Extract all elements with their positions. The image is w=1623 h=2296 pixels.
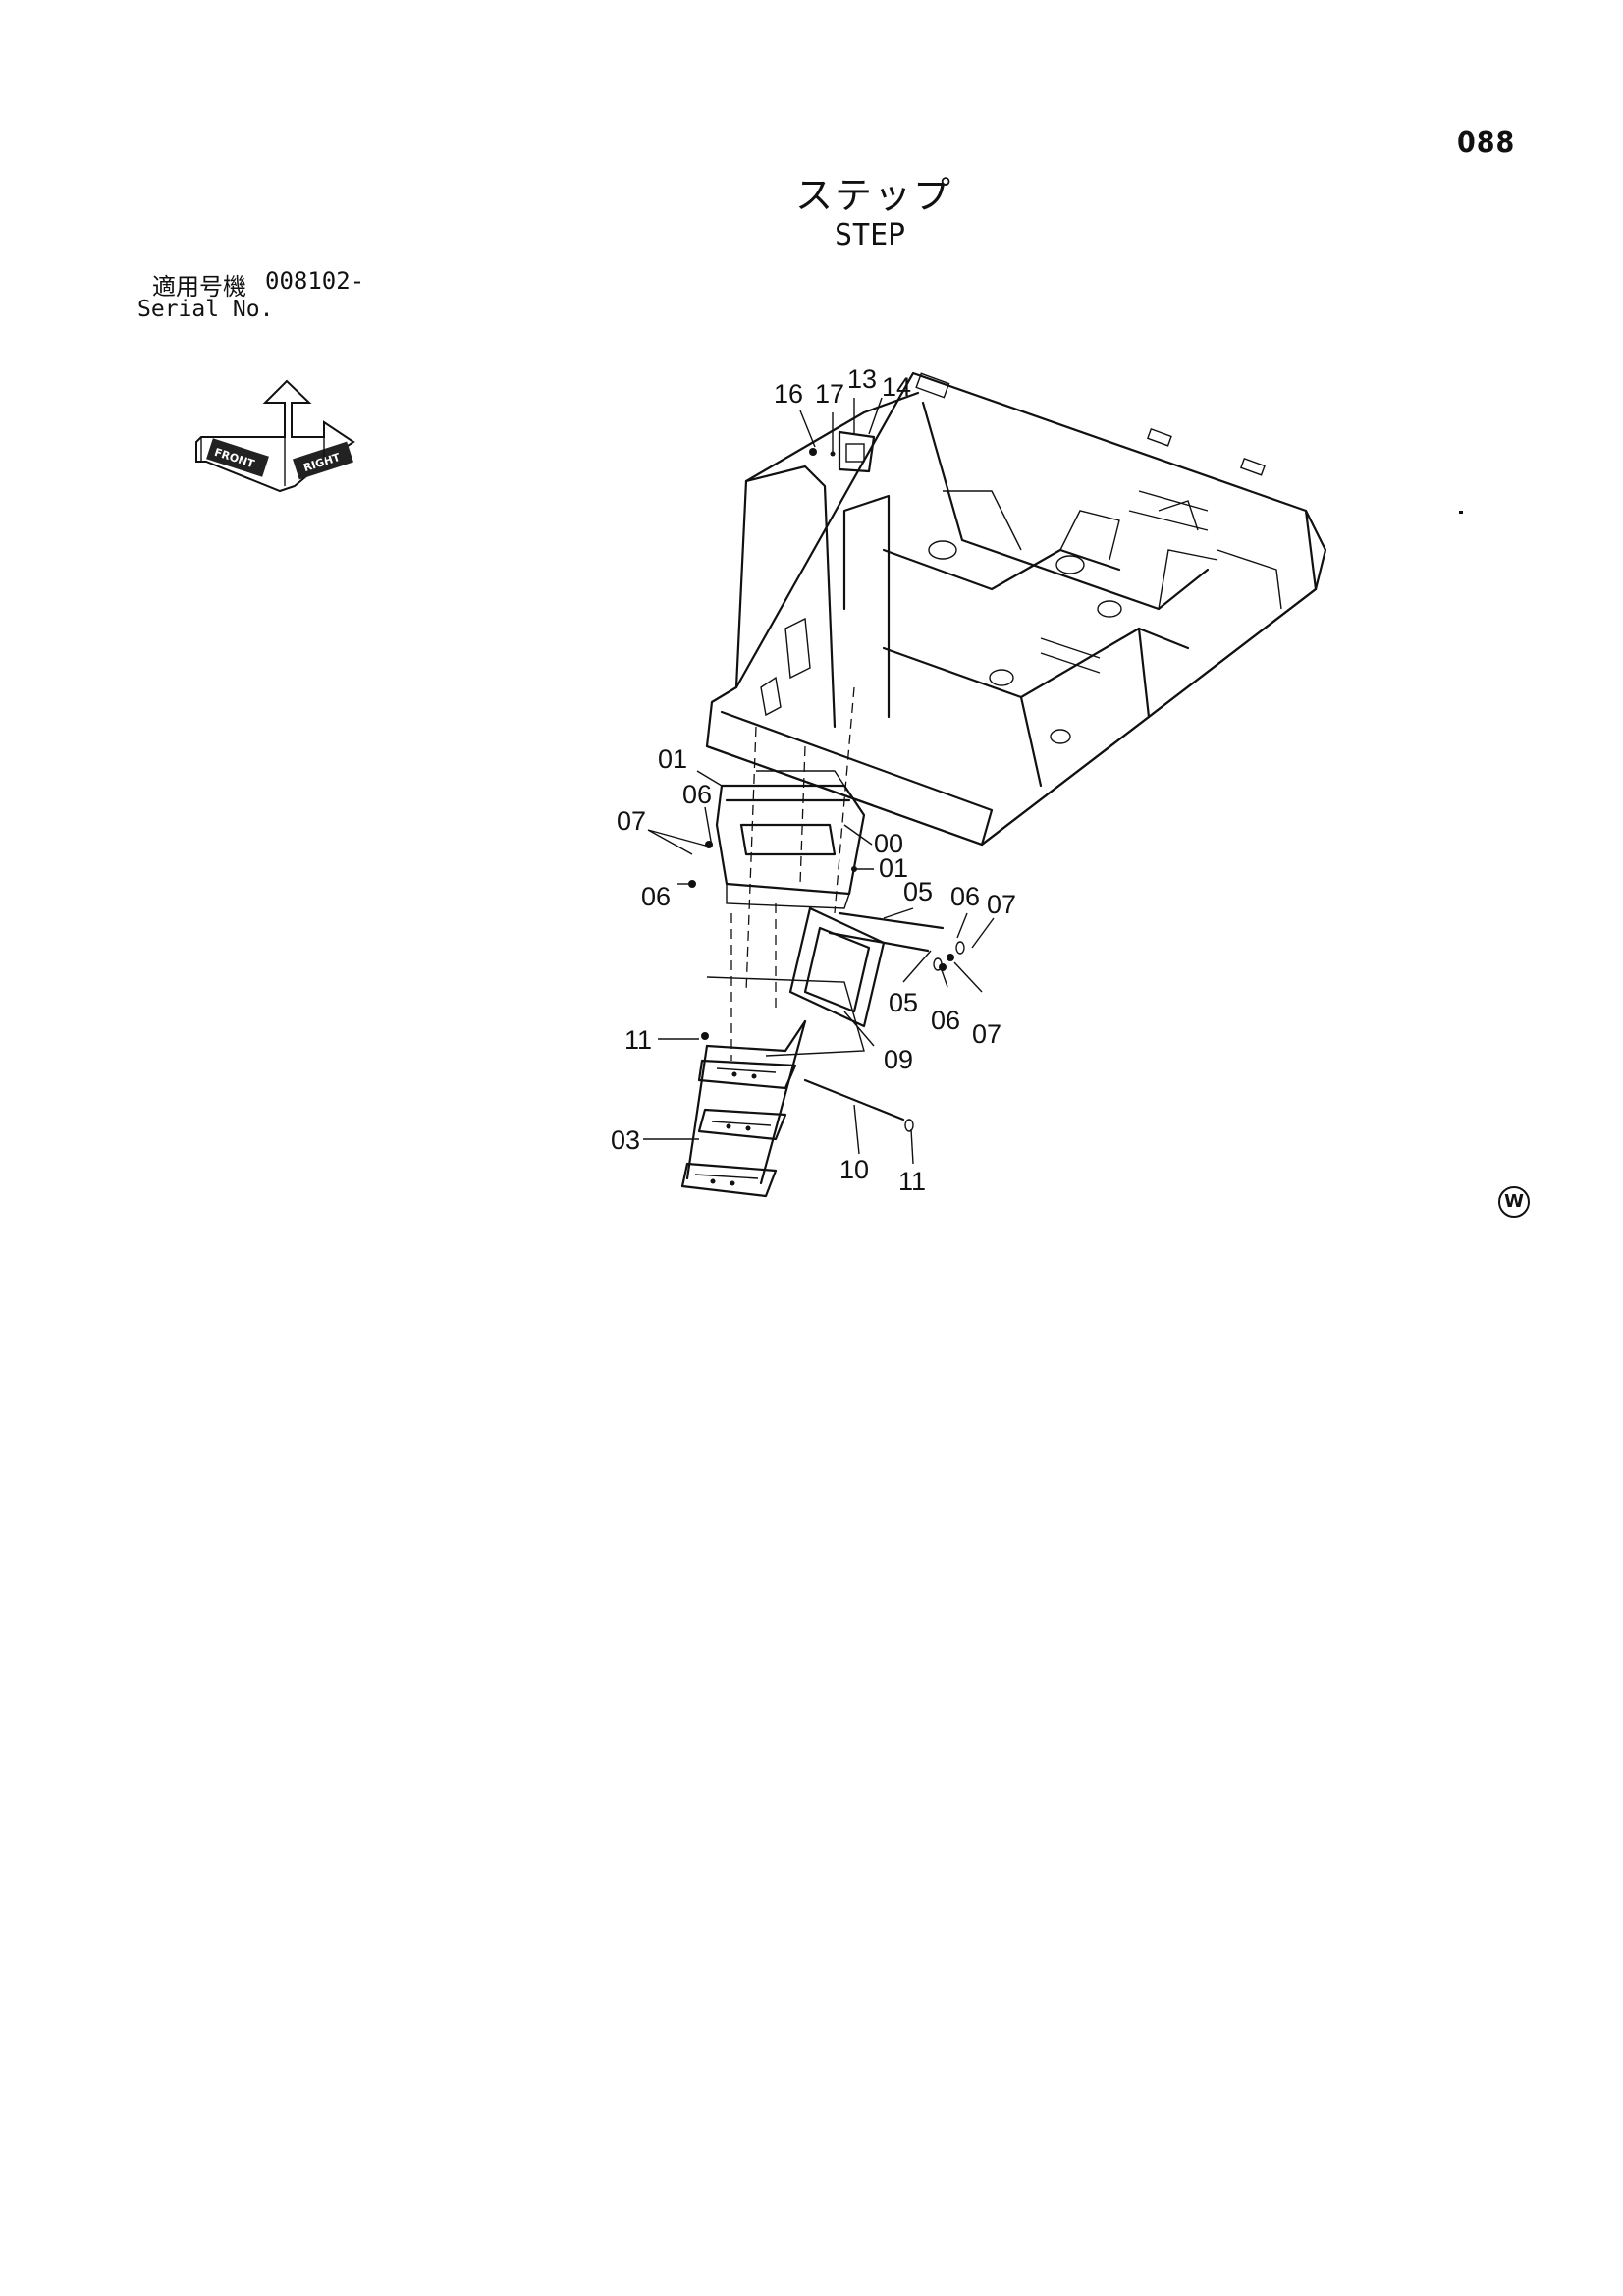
callout-09: 09 (884, 1045, 913, 1074)
bracket-13-14-drawing (809, 430, 876, 473)
callout-07-b: 07 (987, 890, 1016, 919)
callout-01-a: 01 (658, 744, 687, 774)
rod-05-drawing (828, 911, 965, 971)
callout-01-b: 01 (879, 853, 908, 883)
stray-mark (1459, 511, 1463, 514)
ladder-drawing (680, 1019, 807, 1198)
rod-10-drawing (803, 1078, 914, 1132)
callout-07-a: 07 (617, 806, 646, 836)
callout-06-a: 06 (682, 780, 712, 809)
callout-00: 00 (874, 829, 903, 858)
step-frame-drawing (706, 906, 886, 1057)
callout-06-d: 06 (931, 1006, 960, 1035)
serial-value: 008102- (265, 267, 365, 295)
corner-mark: W (1498, 1186, 1530, 1218)
callout-05-b: 05 (889, 988, 918, 1017)
main-frame-drawing (705, 371, 1327, 847)
callout-06-c: 06 (950, 882, 980, 911)
callout-17: 17 (815, 379, 844, 409)
serial-label-jp: 適用号機 (152, 273, 246, 301)
callout-06-b: 06 (641, 882, 671, 911)
callout-10: 10 (839, 1155, 869, 1184)
page-title-en: STEP (835, 218, 906, 252)
callout-03: 03 (611, 1125, 640, 1155)
callout-07-c: 07 (972, 1019, 1001, 1049)
serial-label-en: Serial No. (137, 297, 274, 322)
callout-labels: 16 17 13 14 01 06 07 06 00 01 05 06 07 0… (611, 364, 1016, 1196)
orientation-badge-icon: FRONT RIGHT (195, 379, 355, 493)
callout-leaders (643, 397, 995, 1165)
step-bracket-drawing (715, 770, 866, 909)
page-number: 088 (1457, 126, 1516, 160)
callout-11-b: 11 (898, 1167, 926, 1196)
callout-14: 14 (882, 372, 911, 402)
callout-13: 13 (847, 364, 877, 394)
page-title-jp: ステップ (795, 174, 953, 217)
callout-16: 16 (774, 379, 803, 409)
callout-11-a: 11 (624, 1025, 652, 1055)
callout-05-a: 05 (903, 877, 933, 906)
